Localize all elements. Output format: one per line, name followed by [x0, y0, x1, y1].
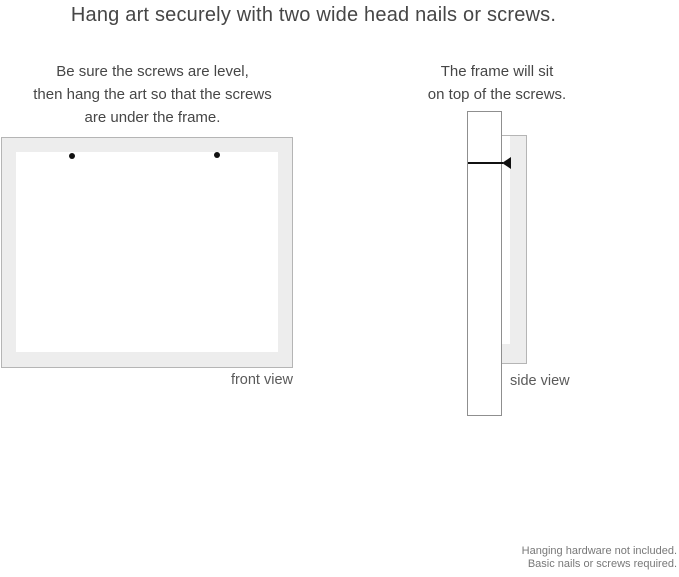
side-view-label: side view	[510, 373, 570, 389]
disclaimer-line: Basic nails or screws required.	[527, 558, 677, 570]
wall-side-view	[467, 111, 502, 416]
nail-head-dot-icon	[69, 153, 75, 159]
instruction-line: then hang the art so that the screws	[33, 86, 272, 103]
instruction-line: The frame will sit	[440, 63, 554, 80]
instruction-line: are under the frame.	[84, 109, 221, 126]
nail-wide-head-icon	[502, 157, 511, 169]
disclaimer-line: Hanging hardware not included.	[521, 545, 677, 557]
hardware-disclaimer: Hanging hardware not included. Basic nai…	[522, 545, 677, 571]
nail-head-dot-icon	[214, 152, 220, 158]
frame-inner-mat	[16, 152, 278, 352]
frame-side-view	[500, 135, 527, 364]
page-title: Hang art securely with two wide head nai…	[70, 4, 557, 26]
side-view-instructions: The frame will sit on top of the screws.	[390, 60, 604, 106]
front-view-instructions: Be sure the screws are level, then hang …	[0, 60, 305, 129]
frame-back-recess	[502, 136, 510, 344]
instruction-line: Be sure the screws are level,	[56, 63, 249, 80]
front-view-label: front view	[230, 372, 293, 388]
instruction-line: on top of the screws.	[427, 86, 567, 103]
nail-shaft-icon	[468, 162, 503, 164]
frame-front-view	[1, 137, 293, 368]
